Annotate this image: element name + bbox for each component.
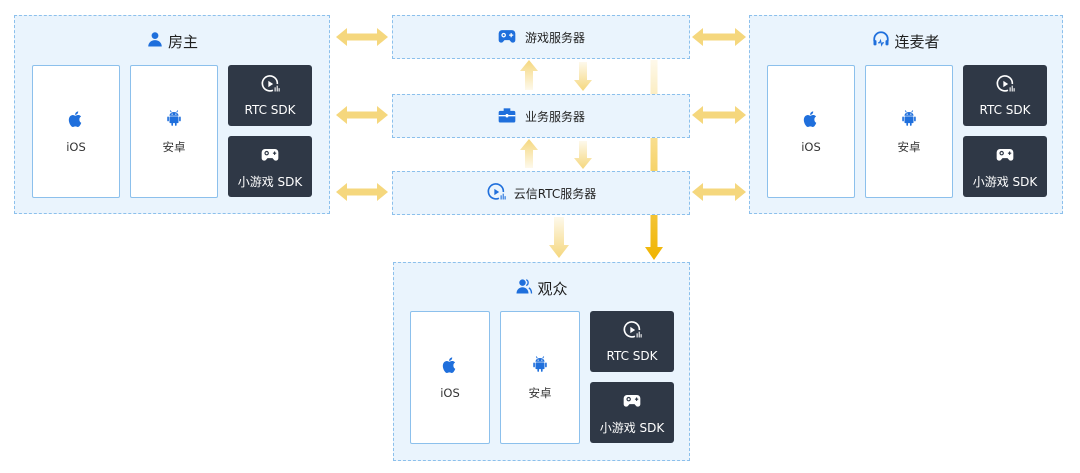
business-server[interactable]: 业务服务器 xyxy=(392,94,690,138)
host-game-sdk-label: 小游戏 SDK xyxy=(237,174,303,189)
down-arrow xyxy=(645,60,663,260)
android-icon xyxy=(531,354,549,377)
audience-group: 观众 iOS 安卓 RTC SDK 小游戏 SDK xyxy=(393,262,690,461)
co-host-group: 连麦者 iOS 安卓 RTC SDK 小游戏 SDK xyxy=(749,15,1063,214)
apple-icon xyxy=(802,109,820,132)
audience-title: 观众 xyxy=(394,277,689,299)
audience-ios-card[interactable]: iOS xyxy=(410,311,490,444)
up-arrow xyxy=(520,139,538,168)
audience-game-sdk[interactable]: 小游戏 SDK xyxy=(590,382,674,443)
rtc-icon xyxy=(995,74,1015,97)
co-host-game-sdk[interactable]: 小游戏 SDK xyxy=(963,136,1047,197)
audience-ios-label: iOS xyxy=(440,386,460,400)
audience-android-card[interactable]: 安卓 xyxy=(500,311,580,444)
host-title: 房主 xyxy=(15,30,329,52)
gamepad-icon xyxy=(497,26,517,49)
rtc-server[interactable]: 云信RTC服务器 xyxy=(392,171,690,215)
co-host-rtc-sdk-label: RTC SDK xyxy=(979,103,1031,117)
co-host-rtc-sdk[interactable]: RTC SDK xyxy=(963,65,1047,126)
apple-icon xyxy=(67,109,85,132)
gamepad-icon xyxy=(260,144,280,167)
host-android-card[interactable]: 安卓 xyxy=(130,65,218,198)
host-group: 房主 iOS 安卓 RTC SDK 小游戏 SDK xyxy=(14,15,330,214)
co-host-ios-card[interactable]: iOS xyxy=(767,65,855,198)
rtc-icon xyxy=(622,320,642,343)
host-rtc-sdk[interactable]: RTC SDK xyxy=(228,65,312,126)
headset-icon xyxy=(872,30,890,52)
rtc-icon xyxy=(486,182,506,205)
rtc-icon xyxy=(260,74,280,97)
double-arrow xyxy=(336,106,388,124)
user-icon xyxy=(146,30,164,52)
down-arrow xyxy=(574,141,592,169)
apple-icon xyxy=(441,355,459,378)
android-icon xyxy=(900,108,918,131)
down-arrow xyxy=(574,62,592,91)
host-ios-label: iOS xyxy=(66,140,86,154)
briefcase-icon xyxy=(497,105,517,128)
double-arrow xyxy=(692,183,746,201)
audience-rtc-sdk-label: RTC SDK xyxy=(606,349,658,363)
gamepad-icon xyxy=(995,144,1015,167)
host-ios-card[interactable]: iOS xyxy=(32,65,120,198)
double-arrow xyxy=(336,183,388,201)
host-game-sdk[interactable]: 小游戏 SDK xyxy=(228,136,312,197)
android-icon xyxy=(165,108,183,131)
gamepad-icon xyxy=(622,390,642,413)
business-server-label: 业务服务器 xyxy=(524,109,585,124)
co-host-android-card[interactable]: 安卓 xyxy=(865,65,953,198)
users-icon xyxy=(515,277,533,299)
audience-game-sdk-label: 小游戏 SDK xyxy=(599,420,665,435)
host-android-label: 安卓 xyxy=(162,140,186,154)
co-host-title: 连麦者 xyxy=(750,30,1062,52)
co-host-ios-label: iOS xyxy=(801,140,821,154)
double-arrow xyxy=(692,28,746,46)
double-arrow xyxy=(692,106,746,124)
game-server-label: 游戏服务器 xyxy=(524,30,585,45)
audience-android-label: 安卓 xyxy=(528,386,552,400)
double-arrow xyxy=(336,28,388,46)
host-rtc-sdk-label: RTC SDK xyxy=(244,103,296,117)
rtc-server-label: 云信RTC服务器 xyxy=(513,186,597,201)
audience-rtc-sdk[interactable]: RTC SDK xyxy=(590,311,674,372)
down-arrow xyxy=(549,217,569,258)
game-server[interactable]: 游戏服务器 xyxy=(392,15,690,59)
co-host-game-sdk-label: 小游戏 SDK xyxy=(972,174,1038,189)
co-host-android-label: 安卓 xyxy=(897,140,921,154)
up-arrow xyxy=(520,60,538,90)
